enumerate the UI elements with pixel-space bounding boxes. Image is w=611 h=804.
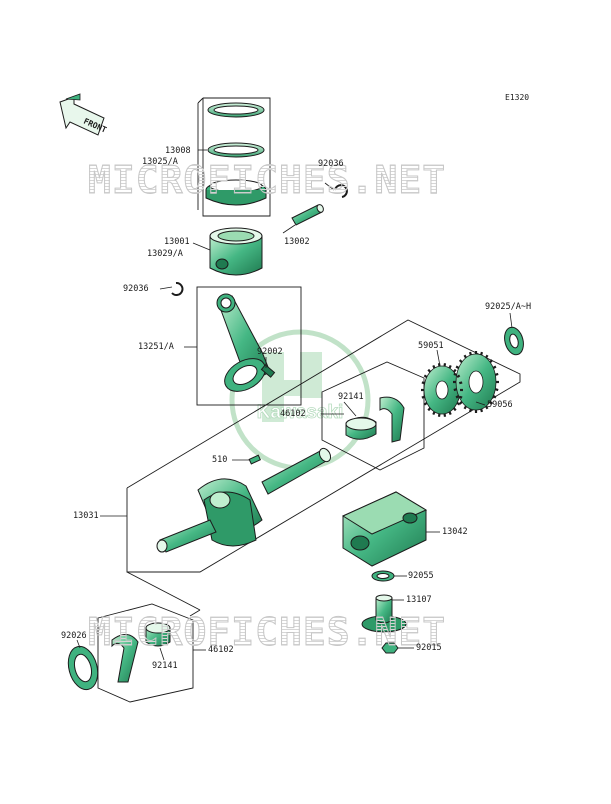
- gear-tooth: [454, 389, 457, 390]
- gear-tooth: [460, 402, 462, 404]
- gear-tooth: [486, 355, 488, 358]
- gear-tooth: [428, 408, 430, 410]
- gear-tooth: [424, 403, 427, 405]
- gear-tooth: [422, 397, 425, 398]
- gear-tooth: [470, 352, 471, 355]
- gear-tooth: [481, 409, 482, 412]
- crankshaft: [157, 446, 333, 552]
- woodruff-key: [249, 455, 260, 464]
- gear-tooth: [449, 412, 450, 415]
- diagram-ref-code: E1320: [505, 93, 529, 102]
- gear-tooth: [456, 367, 459, 369]
- part-label-92141-top[interactable]: 92141: [338, 392, 364, 402]
- piston: [210, 228, 262, 275]
- gear-tooth: [481, 352, 482, 355]
- circlip-left: [172, 283, 182, 295]
- part-label-13008[interactable]: 13008: [165, 146, 191, 156]
- gear-tooth: [459, 382, 462, 383]
- gear-tooth: [459, 397, 462, 398]
- part-label-13001[interactable]: 13001: [164, 237, 190, 247]
- gear-tooth: [424, 375, 427, 377]
- rod-cap-top: [380, 397, 404, 442]
- part-label-46102-top[interactable]: 46102: [280, 409, 306, 419]
- part-label-13042[interactable]: 13042: [442, 527, 468, 537]
- part-label-92002[interactable]: 92002: [257, 347, 283, 357]
- gear-tooth: [460, 360, 462, 362]
- shim-washer: [502, 325, 527, 357]
- gear-tooth: [449, 365, 450, 368]
- part-label-92025[interactable]: 92025/A~H: [485, 302, 531, 312]
- gear-tooth: [456, 396, 459, 398]
- gear-tooth: [433, 365, 434, 368]
- part-label-13002[interactable]: 13002: [284, 237, 310, 247]
- gear-tooth: [454, 374, 457, 375]
- part-label-59056[interactable]: 59056: [487, 400, 513, 410]
- gear-tooth: [495, 374, 498, 375]
- part-label-92036-left[interactable]: 92036: [123, 284, 149, 294]
- part-label-92141-bottom[interactable]: 92141: [152, 661, 178, 671]
- gear-tooth: [465, 355, 467, 358]
- part-label-13251a[interactable]: 13251/A: [138, 342, 174, 352]
- gear-tooth: [457, 375, 460, 377]
- part-label-92036-top[interactable]: 92036: [318, 159, 344, 169]
- gear-tooth: [490, 360, 492, 362]
- balancer-weight: [343, 492, 426, 566]
- piston-pin: [292, 204, 325, 225]
- part-label-46102-bottom[interactable]: 46102: [208, 645, 234, 655]
- rod-bearing-insert: [346, 417, 376, 439]
- gear-tooth: [493, 396, 496, 398]
- gear-tooth: [454, 408, 456, 410]
- part-label-92015[interactable]: 92015: [416, 643, 442, 653]
- part-label-13031[interactable]: 13031: [73, 511, 99, 521]
- watermark-bottom: MICROFICHES.NET: [88, 610, 446, 654]
- part-label-92026[interactable]: 92026: [61, 631, 87, 641]
- gear-tooth: [495, 389, 498, 390]
- part-label-13107[interactable]: 13107: [406, 595, 432, 605]
- part-label-510[interactable]: 510: [212, 455, 227, 465]
- part-label-13025a[interactable]: 13025/A: [142, 157, 178, 167]
- gear-tooth: [465, 406, 467, 409]
- gear-tooth: [454, 370, 456, 372]
- part-label-13029a[interactable]: 13029/A: [147, 249, 183, 259]
- gear-tooth: [433, 412, 434, 415]
- washer-92055: [372, 571, 394, 581]
- front-arrow-icon: FRONT: [60, 94, 108, 135]
- part-label-59051[interactable]: 59051: [418, 341, 444, 351]
- gear-tooth: [493, 367, 496, 369]
- gear-tooth: [428, 370, 430, 372]
- gear-tooth: [422, 382, 425, 383]
- part-label-92055[interactable]: 92055: [408, 571, 434, 581]
- gear-tooth: [470, 409, 471, 412]
